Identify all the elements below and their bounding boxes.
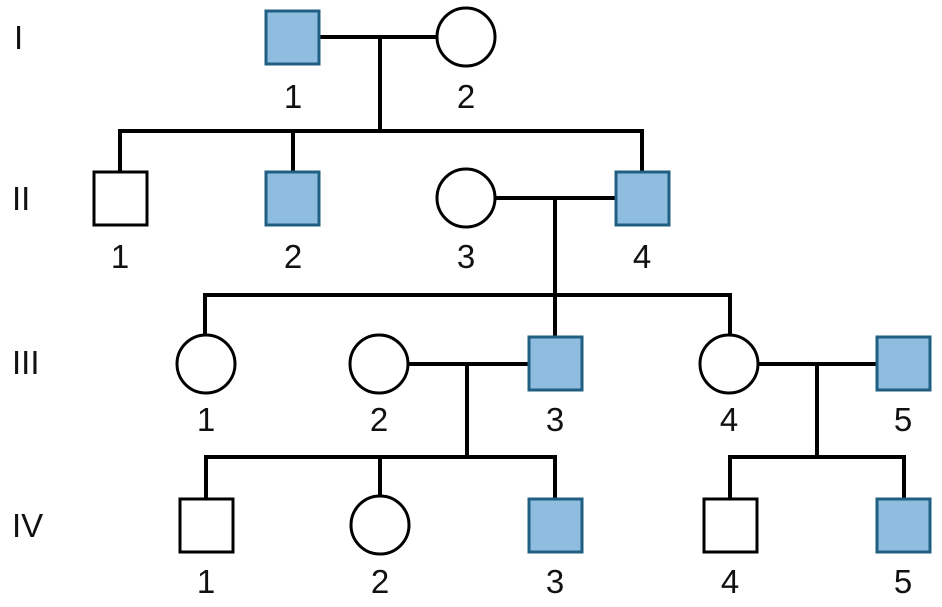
member-number-III-5: 5 [894,401,912,438]
male-symbol-IV-3 [527,497,584,554]
female-symbol-IV-2 [349,494,411,556]
member-number-I-2: 2 [457,78,475,115]
female-symbol-III-1 [175,333,237,395]
member-number-IV-5: 5 [894,563,912,600]
member-number-II-2: 2 [284,238,302,275]
member-number-III-4: 4 [720,401,738,438]
generation-label-III: III [12,344,40,381]
generation-labels: I II III IV [12,19,43,544]
member-number-I-1: 1 [284,78,302,115]
generation-label-I: I [14,19,23,56]
member-number-III-3: 3 [546,401,564,438]
female-symbol-I-2 [435,6,497,68]
member-number-III-2: 2 [370,401,388,438]
member-number-IV-4: 4 [721,563,739,600]
male-symbol-IV-5 [875,497,932,554]
female-symbol-II-3 [435,167,497,229]
male-symbol-IV-4 [702,497,759,554]
member-number-IV-2: 2 [371,563,389,600]
member-number-III-1: 1 [197,401,215,438]
male-symbol-III-5 [875,335,932,392]
member-number-II-3: 3 [457,238,475,275]
member-number-II-4: 4 [633,238,651,275]
male-symbol-I-1 [264,9,321,66]
male-symbol-IV-1 [178,497,235,554]
pedigree-lines [118,35,906,501]
generation-label-IV: IV [12,507,43,544]
member-number-II-1: 1 [111,238,129,275]
male-symbol-III-3 [527,335,584,392]
male-symbol-II-1 [92,170,149,227]
female-symbol-III-2 [348,333,410,395]
member-number-IV-3: 3 [546,563,564,600]
male-symbol-II-4 [614,170,671,227]
generation-label-II: II [12,180,30,217]
male-symbol-II-2 [264,170,321,227]
female-symbol-III-4 [698,333,760,395]
member-number-IV-1: 1 [197,563,215,600]
